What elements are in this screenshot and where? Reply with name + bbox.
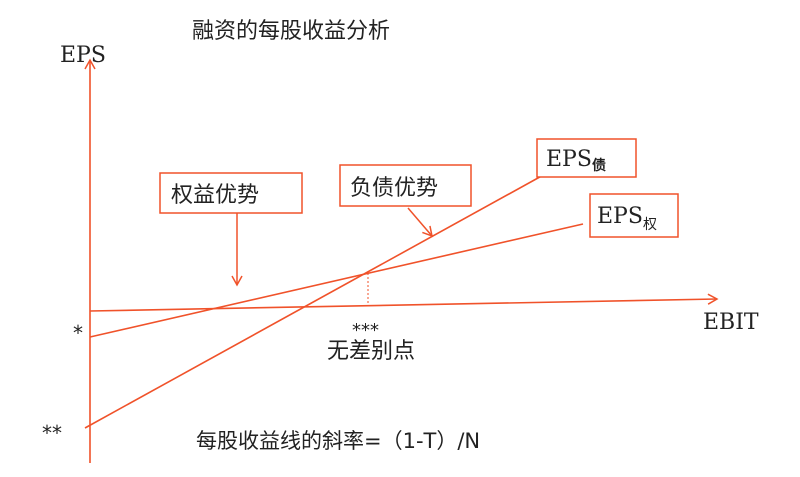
debt-advantage-label: 负债优势: [350, 176, 438, 201]
indifference-point-label: 无差别点: [327, 339, 415, 364]
y-axis-label: EPS: [60, 43, 106, 68]
debt-intercept-mark: **: [42, 421, 62, 445]
x-axis: [89, 293, 719, 312]
eps-debt-line: [84, 172, 548, 429]
eps-debt-label: EPS债: [546, 147, 606, 174]
x-axis-label: EBIT: [703, 310, 759, 335]
debt-advantage-arrow: [407, 207, 434, 238]
equity-advantage-label: 权益优势: [171, 183, 259, 208]
debt-advantage-box: [339, 164, 472, 207]
equity-intercept-mark: *: [73, 321, 83, 345]
eps-equity-label: EPS权: [597, 204, 657, 233]
slope-formula: 每股收益线的斜率=（1-T）/N: [196, 429, 480, 453]
indifference-mark: ***: [352, 320, 379, 341]
diagram-title: 融资的每股收益分析: [192, 19, 390, 44]
eps-equity-line: [89, 223, 584, 338]
eps-equity-box: [589, 193, 679, 238]
equity-advantage-box: [159, 172, 303, 214]
eps-debt-box: [536, 138, 637, 178]
